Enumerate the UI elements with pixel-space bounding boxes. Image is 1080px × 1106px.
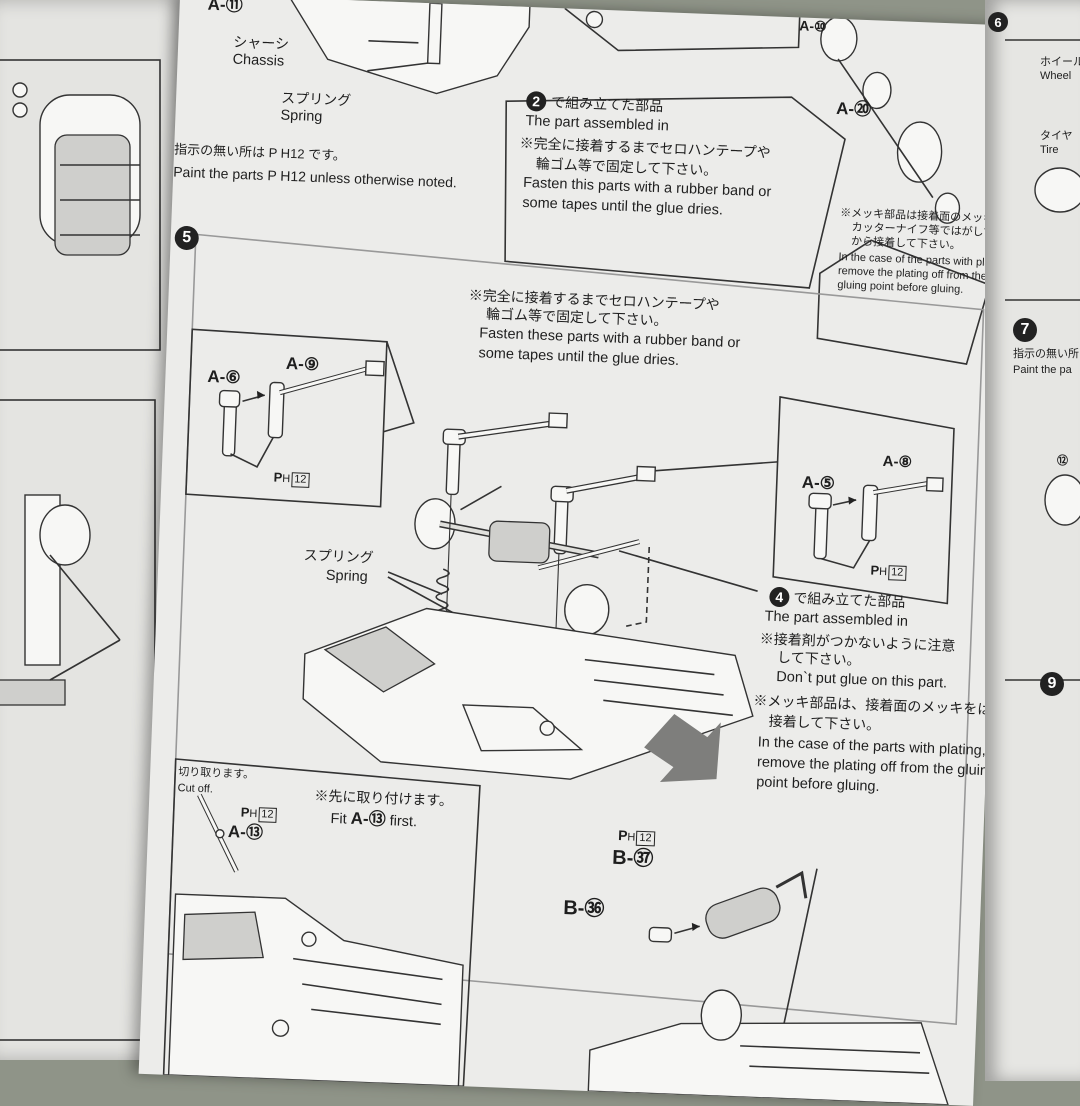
wheel-jp: ホイール — [1040, 56, 1080, 68]
tire-jp: タイヤ — [1040, 130, 1073, 142]
inset-right-part-a5: A-⑤ — [801, 472, 836, 494]
inset-left-part-a6: A-⑥ — [207, 366, 241, 388]
tire-en: Tire — [1040, 144, 1059, 156]
part-label-a20: A-⑳ — [835, 98, 872, 120]
part-label-a10: A-⑩ — [799, 17, 827, 35]
part-label-b37: B-㊲ — [611, 846, 654, 871]
left-page-diagram — [0, 59, 161, 1041]
inset-left-part-a9: A-⑨ — [285, 353, 320, 375]
spring-label-en: Spring — [280, 107, 323, 126]
right-page-diagram — [1005, 39, 1080, 681]
left-page — [0, 0, 190, 1060]
step5-spring-en: Spring — [325, 567, 369, 586]
step5-spring-jp: スプリング — [303, 546, 374, 566]
wheel-en: Wheel — [1040, 70, 1072, 82]
step6-badge: 6 — [988, 12, 1008, 32]
spring-label-jp: スプリング — [280, 89, 352, 109]
right-part-12: ⑫ — [1057, 455, 1068, 467]
step7-badge: 7 — [1013, 318, 1037, 342]
spring-left-drawing — [434, 568, 450, 618]
right-page: 6 ホイール Wheel タイヤ Tire 7 指示の無い所 Paint the… — [985, 0, 1080, 1081]
chassis-label-en: Chassis — [232, 51, 285, 70]
fit-first-en: Fit A-⑬ first. — [330, 808, 418, 831]
step9-badge: 9 — [1040, 672, 1064, 696]
bottom-left-part-a13: A-⑬ — [227, 822, 264, 843]
part-label-b36: B-㊱ — [562, 896, 605, 921]
part-label-a11: A-⑪ — [207, 0, 244, 15]
right-paint-note-en: Paint the pa — [1013, 364, 1072, 376]
instruction-page: A-⑪ シャーシ Chassis スプリング Spring 指示の無い所は P … — [138, 0, 1015, 1106]
right-paint-note: 指示の無い所 — [1013, 348, 1079, 360]
chassis-label-jp: シャーシ — [233, 33, 290, 52]
inset-right-part-a8: A-⑧ — [882, 452, 913, 472]
glue-note-jp-2: して下さい。 — [776, 649, 861, 669]
down-arrow-graphic — [644, 713, 721, 782]
cutoff-en: Cut off. — [177, 782, 214, 796]
